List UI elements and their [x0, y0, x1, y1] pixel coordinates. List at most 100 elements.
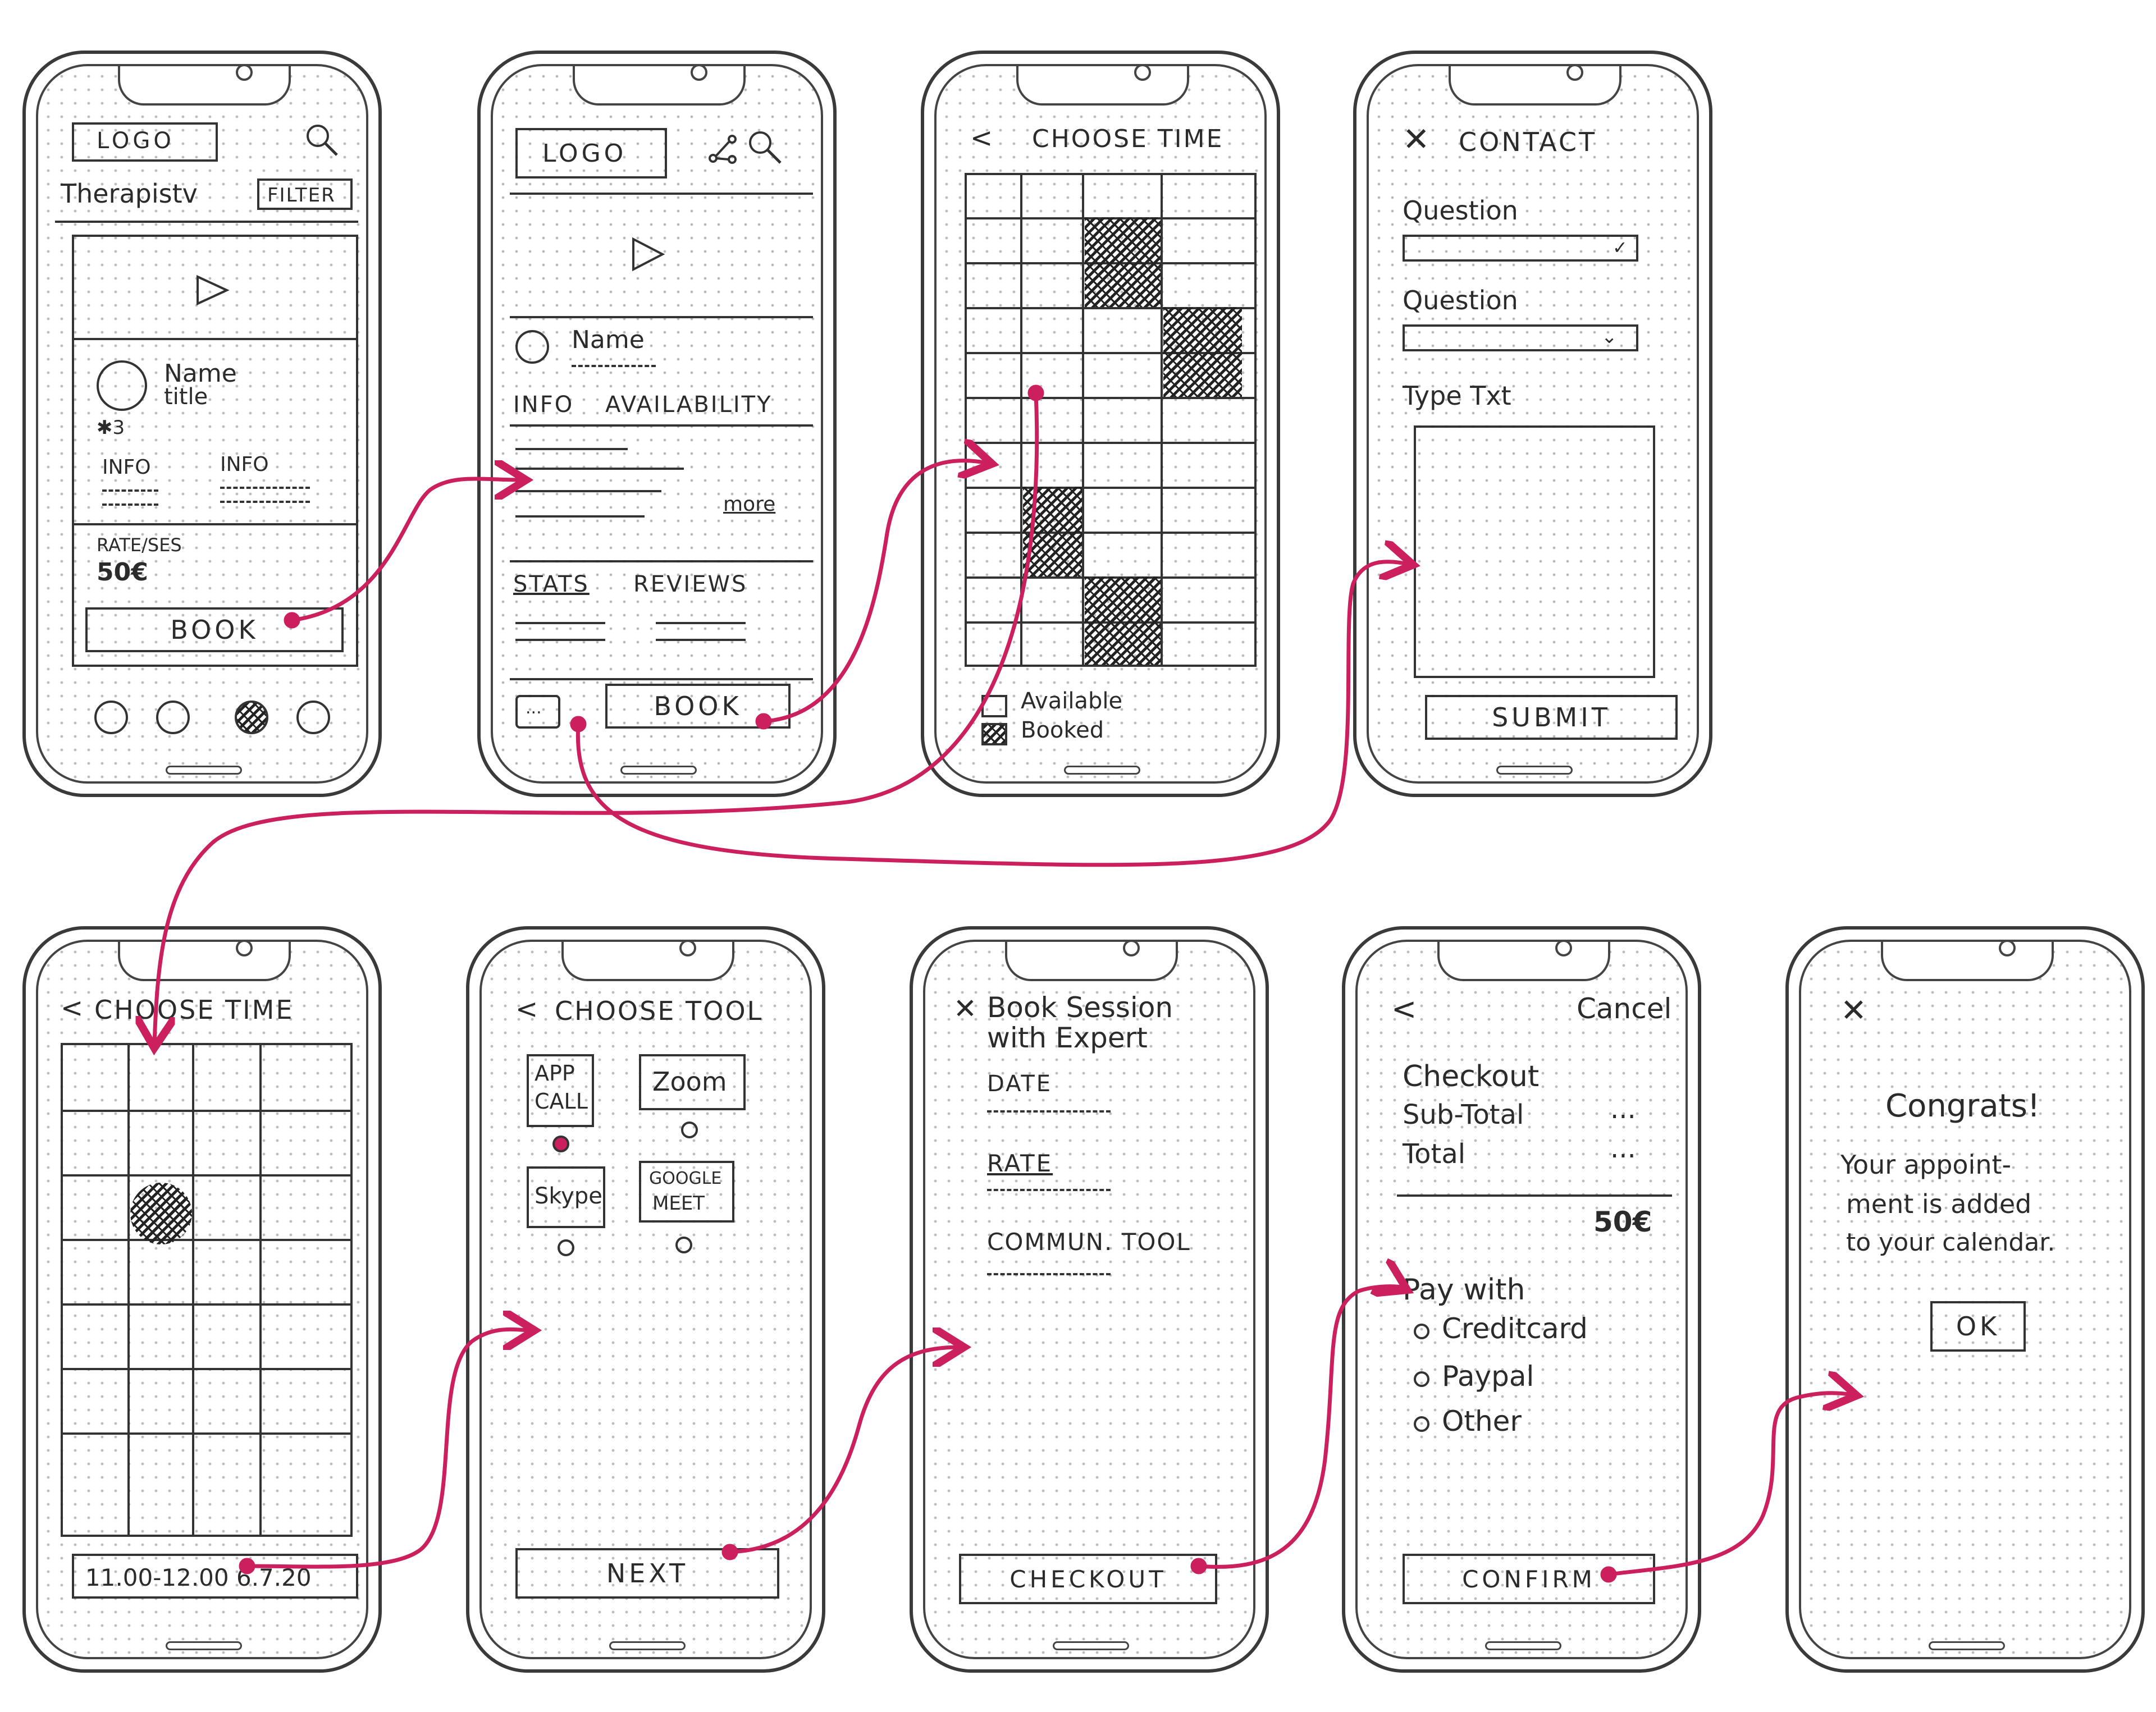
confirm-button[interactable]: CONFIRM	[1403, 1554, 1655, 1604]
next-label: NEXT	[606, 1558, 689, 1589]
selected-slot[interactable]	[130, 1183, 192, 1244]
checkout-label: CHECKOUT	[1010, 1565, 1167, 1593]
question-select-2[interactable]: ⌄	[1403, 324, 1638, 351]
radio-skype[interactable]	[558, 1239, 574, 1256]
filter-button[interactable]: FILTER	[257, 178, 353, 210]
book-button[interactable]: BOOK	[605, 684, 791, 729]
tool-skype[interactable]: Skype	[527, 1166, 605, 1228]
option-paypal[interactable]: Paypal	[1442, 1360, 1534, 1393]
search-icon[interactable]	[746, 128, 785, 170]
book-label: BOOK	[654, 691, 742, 721]
close-icon[interactable]: ✕	[953, 992, 977, 1025]
nav-tab-4[interactable]	[296, 701, 330, 734]
notch	[1881, 942, 2054, 981]
back-icon[interactable]: <	[61, 992, 84, 1024]
time-grid[interactable]	[965, 173, 1257, 667]
logo-box: LOGO	[72, 122, 218, 162]
therapist-card[interactable]: Name title ✱3 INFO INFO RATE/SES 50€ BOO…	[72, 235, 358, 667]
therapist-name: Name	[572, 326, 645, 354]
total-value: ...	[1610, 1133, 1636, 1164]
grid-row	[63, 1432, 350, 1435]
subtotal-label: Sub-Total	[1403, 1099, 1524, 1130]
tab-info[interactable]: INFO	[513, 392, 574, 418]
message-line-2: ment is added	[1846, 1189, 2032, 1219]
option-creditcard[interactable]: Creditcard	[1442, 1312, 1588, 1345]
next-button[interactable]: NEXT	[515, 1548, 779, 1599]
radio-zoom[interactable]	[681, 1122, 698, 1138]
info-line	[220, 495, 310, 503]
screen-title: CHOOSE TIME	[94, 995, 294, 1025]
grid-row	[63, 1368, 350, 1370]
tab-availability[interactable]: AVAILABILITY	[605, 392, 773, 418]
back-icon[interactable]: <	[1391, 991, 1417, 1027]
search-icon[interactable]	[302, 120, 341, 162]
avatar	[97, 360, 147, 411]
radio-app-call-selected[interactable]	[552, 1136, 569, 1152]
ok-label: OK	[1956, 1311, 2000, 1342]
notch	[1005, 942, 1178, 981]
info-label-2: INFO	[220, 453, 269, 476]
screen-area: ✕ CONTACT Question ✓ Question ⌄ Type Txt…	[1367, 64, 1699, 784]
question-select-1[interactable]: ✓	[1403, 235, 1638, 262]
back-icon[interactable]: <	[515, 994, 538, 1025]
selected-time-field[interactable]: 11.00-12.00 6.7.20	[72, 1554, 358, 1599]
congrats-heading: Congrats!	[1885, 1088, 2040, 1124]
play-icon[interactable]	[192, 273, 231, 309]
option-other[interactable]: Other	[1442, 1405, 1522, 1438]
footer-divider	[510, 678, 813, 680]
tool-app-call[interactable]: APP CALL	[527, 1054, 594, 1127]
message-textarea[interactable]	[1414, 425, 1655, 678]
total-divider	[1397, 1194, 1672, 1197]
tool-zoom-label: Zoom	[652, 1066, 727, 1097]
radio-creditcard[interactable]	[1414, 1324, 1429, 1339]
chat-button[interactable]: ...	[515, 695, 560, 729]
info-line	[220, 481, 310, 489]
home-indicator	[1485, 1641, 1561, 1650]
phone-screen-book-session: ✕ Book Session with Expert DATE RATE COM…	[910, 926, 1269, 1673]
rate-label: RATE	[987, 1150, 1053, 1177]
legend-booked: Booked	[1021, 717, 1104, 743]
close-icon[interactable]: ✕	[1403, 120, 1430, 158]
nav-tab-3-active[interactable]	[235, 701, 268, 734]
tool-google-meet-line1: GOOGLE	[649, 1169, 722, 1188]
cancel-link[interactable]: Cancel	[1577, 992, 1672, 1025]
tool-zoom[interactable]: Zoom	[639, 1054, 746, 1110]
text-line	[515, 515, 645, 518]
tool-google-meet[interactable]: GOOGLE MEET	[639, 1161, 734, 1223]
share-icon[interactable]	[706, 132, 740, 168]
close-icon[interactable]: ✕	[1840, 992, 1867, 1029]
book-button[interactable]: BOOK	[85, 607, 344, 652]
tab-reviews[interactable]: REVIEWS	[633, 571, 748, 597]
grid-row	[63, 1239, 350, 1241]
screen-area: < CHOOSE TIME Available Booked	[934, 64, 1267, 784]
grid-row	[63, 1110, 350, 1112]
grid-row	[967, 487, 1254, 489]
tab-stats[interactable]: STATS	[513, 571, 590, 597]
nav-tab-2[interactable]	[156, 701, 190, 734]
screen-area: < Cancel Checkout Sub-Total ... Total ..…	[1355, 940, 1688, 1659]
radio-paypal[interactable]	[1414, 1371, 1429, 1387]
info-line	[102, 484, 158, 492]
screen-area: ✕ Congrats! Your appoint- ment is added …	[1799, 940, 2131, 1659]
camera	[236, 64, 253, 81]
question-label-2: Question	[1403, 285, 1518, 315]
nav-tab-1[interactable]	[94, 701, 128, 734]
play-icon[interactable]	[628, 235, 667, 276]
ok-button[interactable]: OK	[1930, 1301, 2026, 1352]
checkout-button[interactable]: CHECKOUT	[959, 1554, 1217, 1604]
phone-screen-choose-time: < CHOOSE TIME Available Booked	[921, 51, 1280, 797]
submit-button[interactable]: SUBMIT	[1425, 695, 1678, 740]
back-icon[interactable]: <	[970, 122, 993, 154]
more-link[interactable]: more	[723, 493, 776, 516]
radio-google-meet[interactable]	[675, 1237, 692, 1253]
radio-other[interactable]	[1414, 1416, 1429, 1432]
phone-screen-therapist-profile: LOGO Name INFO AVAILABILITY more STATS R…	[477, 51, 837, 797]
legend-available: Available	[1021, 688, 1123, 714]
chevron-down-icon: ⌄	[1601, 326, 1618, 348]
home-indicator	[620, 766, 697, 775]
list-title: Therapistv	[61, 178, 198, 209]
therapist-title: title	[164, 384, 208, 410]
time-grid[interactable]	[61, 1043, 353, 1537]
grid-row	[967, 532, 1254, 534]
grid-row	[63, 1303, 350, 1306]
